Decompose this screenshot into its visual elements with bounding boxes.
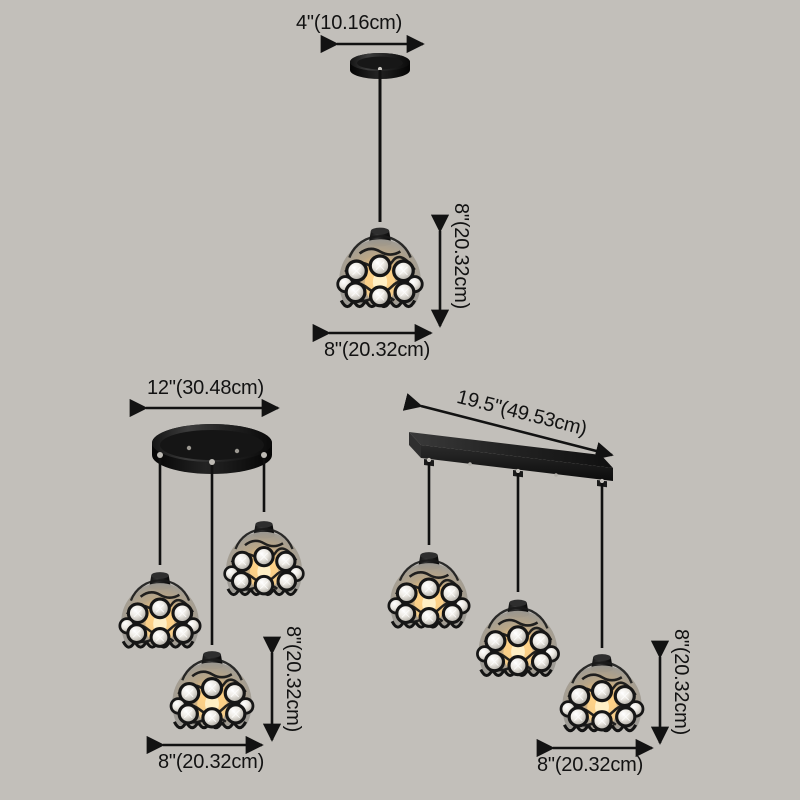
shade-round-back-right (223, 519, 305, 597)
label-single-canopy-width: 4"(10.16cm) (296, 12, 403, 34)
label-round-shade-height: 8"(20.32cm) (282, 626, 304, 733)
shade-single (336, 225, 424, 309)
shade-round-left (118, 570, 202, 649)
canopy-linear-rail (409, 432, 613, 488)
label-linear-shade-height: 8"(20.32cm) (670, 629, 692, 736)
label-round-canopy-width: 12"(30.48cm) (147, 377, 264, 399)
variant-linear-cluster (387, 393, 670, 758)
shade-round-front (169, 649, 255, 730)
label-round-shade-width: 8"(20.32cm) (158, 751, 265, 773)
canopy-round-small (350, 53, 410, 79)
shade-linear-3 (559, 652, 645, 733)
shade-linear-1 (387, 550, 471, 629)
shade-linear-2 (475, 598, 561, 678)
label-single-shade-height: 8"(20.32cm) (450, 203, 472, 310)
variant-single-pendant (312, 34, 450, 343)
variant-round-cluster (118, 398, 305, 755)
label-linear-shade-width: 8"(20.32cm) (537, 754, 644, 776)
label-single-shade-width: 8"(20.32cm) (324, 339, 431, 361)
dimension-rail-length (402, 393, 614, 460)
canopy-round-large (152, 424, 272, 474)
